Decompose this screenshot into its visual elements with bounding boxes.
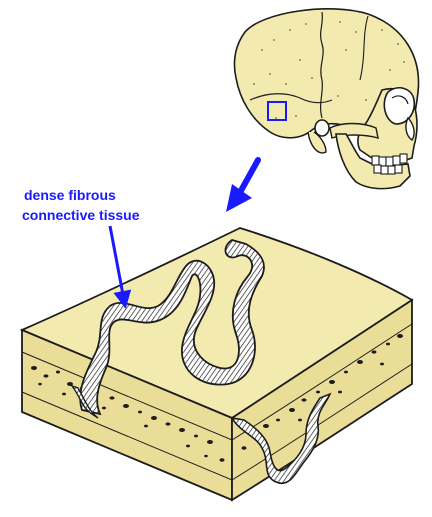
suture-band	[79, 239, 265, 416]
bone-block	[19, 227, 414, 502]
mandible	[335, 133, 411, 190]
teeth	[371, 153, 408, 175]
zoom-arrow	[226, 157, 261, 212]
highlight-box	[267, 101, 287, 121]
skull-illustration	[233, 8, 420, 190]
squamous-suture	[249, 93, 333, 104]
tissue-label: dense fibrous connective tissue	[22, 187, 140, 309]
nasal-cavity	[405, 116, 415, 141]
label-line-1: dense fibrous	[24, 187, 116, 203]
label-line-2: connective tissue	[22, 207, 140, 223]
suture-band-side	[230, 392, 332, 485]
eye-orbit	[383, 87, 416, 125]
coronal-suture	[319, 11, 324, 119]
ear-canal	[314, 119, 330, 137]
label-pointer	[108, 225, 132, 309]
skull-stipple	[253, 21, 405, 119]
